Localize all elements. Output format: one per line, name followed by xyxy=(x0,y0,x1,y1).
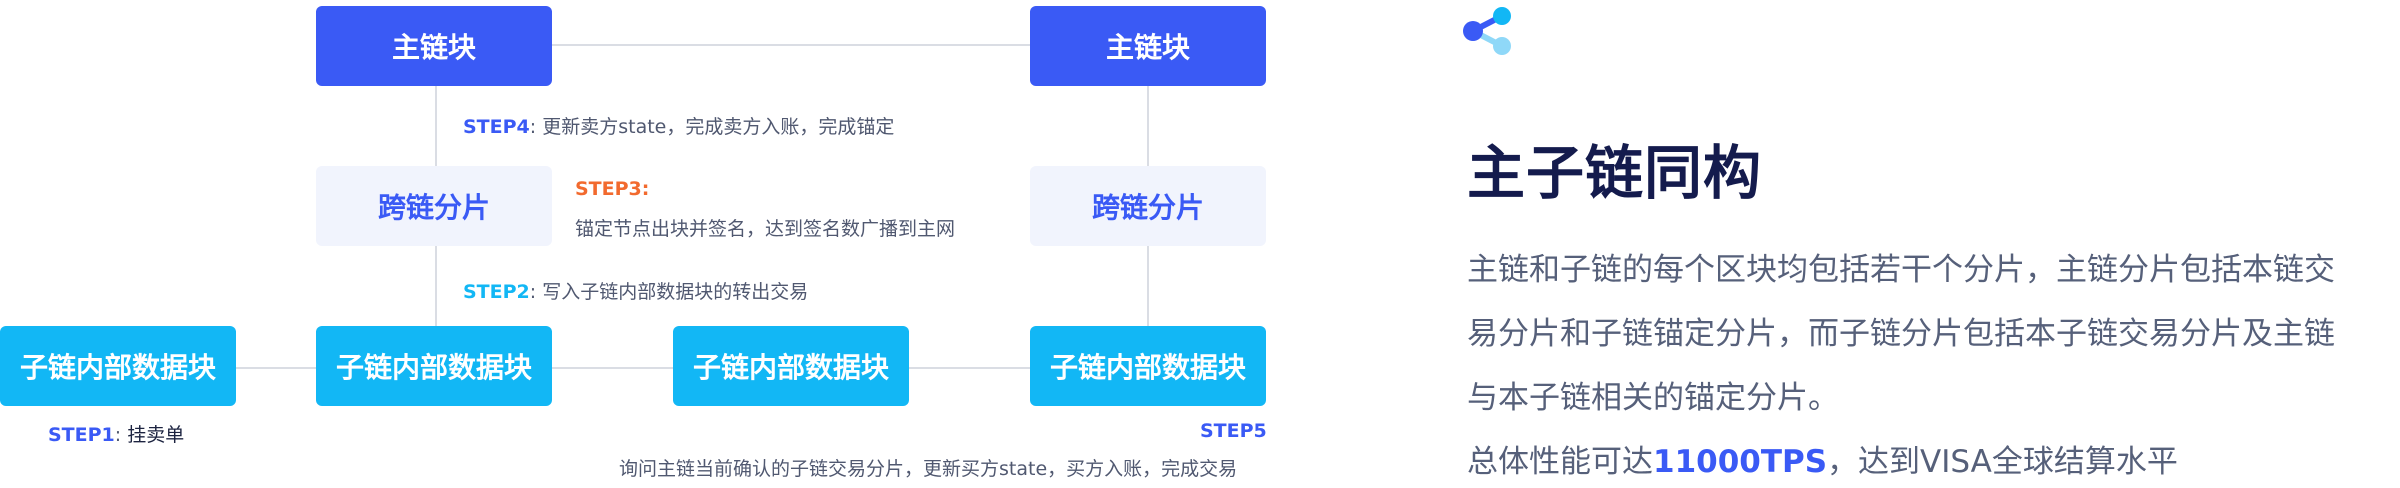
main-block-right: 主链块 xyxy=(1030,6,1266,86)
bottom-connector-line xyxy=(236,367,1030,369)
step2-separator: : xyxy=(529,281,537,303)
section-title: 主子链同构 xyxy=(1467,139,1763,207)
description-line-1: 主链和子链的每个区块均包括若干个分片，主链分片包括本链交 xyxy=(1467,252,2335,288)
child-block-3: 子链内部数据块 xyxy=(673,326,909,406)
step3-tag: STEP3: xyxy=(575,178,649,200)
step3-text: 锚定节点出块并签名，达到签名数广播到主网 xyxy=(575,218,956,240)
cross-shard-left: 跨链分片 xyxy=(316,166,552,246)
step4-tag: STEP4 xyxy=(463,116,530,138)
main-block-left: 主链块 xyxy=(316,6,552,86)
share-nodes-icon xyxy=(1463,7,1511,55)
description-line-2: 易分片和子链锚定分片，而子链分片包括本子链交易分片及主链 xyxy=(1467,316,2335,352)
step1-separator: : xyxy=(114,424,122,446)
child-block-4: 子链内部数据块 xyxy=(1030,326,1266,406)
step5-tag-text: STEP5 xyxy=(1200,420,1267,442)
step4-text: 更新卖方state，完成卖方入账，完成锚定 xyxy=(542,116,895,138)
step5-text: 询问主链当前确认的子链交易分片，更新买方state，买方入账，完成交易 xyxy=(619,458,1238,480)
child-block-1: 子链内部数据块 xyxy=(0,326,236,406)
performance-prefix: 总体性能可达 xyxy=(1467,444,1653,480)
performance-suffix: ，达到VISA全球结算水平 xyxy=(1827,444,2178,480)
performance-line: 总体性能可达11000TPS，达到VISA全球结算水平 xyxy=(1467,436,2178,481)
description-line-3: 与本子链相关的锚定分片。 xyxy=(1467,380,1839,416)
performance-value: 11000TPS xyxy=(1653,444,1828,480)
step2-text: 写入子链内部数据块的转出交易 xyxy=(542,281,809,303)
step2-tag: STEP2 xyxy=(463,281,530,303)
child-block-2: 子链内部数据块 xyxy=(316,326,552,406)
cross-shard-right: 跨链分片 xyxy=(1030,166,1266,246)
step4-label: STEP4: 更新卖方state，完成卖方入账，完成锚定 xyxy=(463,112,894,139)
step1-text: 挂卖单 xyxy=(127,424,185,446)
top-connector-line xyxy=(552,44,1030,46)
step4-separator: : xyxy=(529,116,537,138)
step2-label: STEP2: 写入子链内部数据块的转出交易 xyxy=(463,277,808,304)
step1-label: STEP1: 挂卖单 xyxy=(48,420,184,447)
step1-tag: STEP1 xyxy=(48,424,115,446)
step5-tag: STEP5 xyxy=(1200,420,1267,442)
step3-tag-text: STEP3: xyxy=(575,178,650,200)
